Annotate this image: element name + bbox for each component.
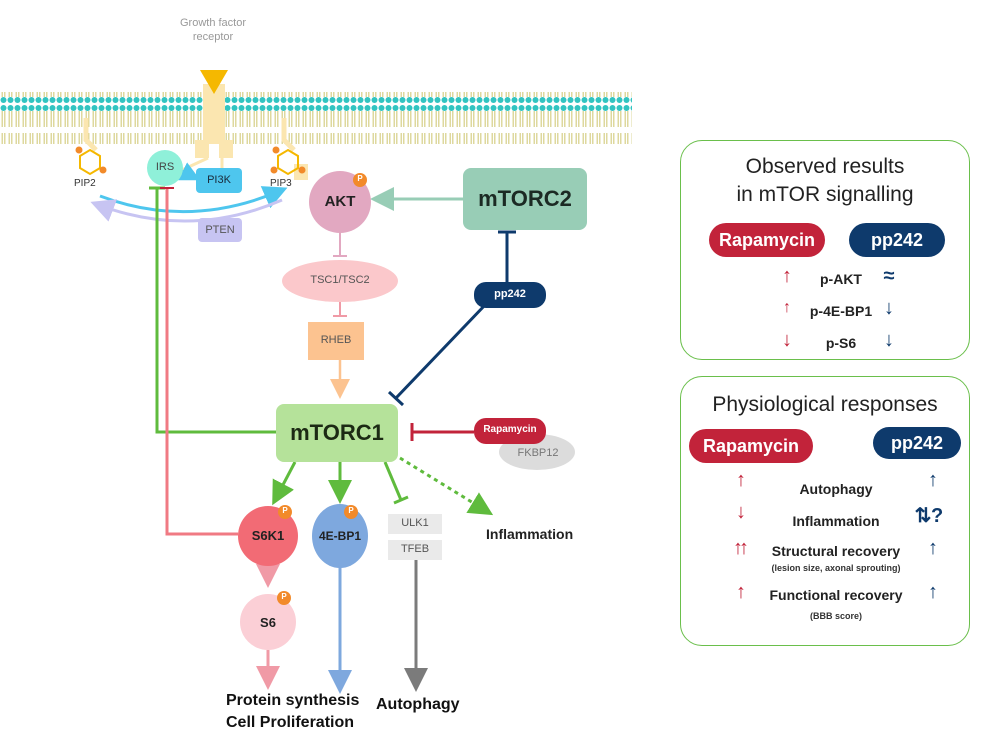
irs-label: IRS <box>155 161 175 173</box>
4ebp1-node <box>312 504 368 568</box>
s6-node <box>240 594 296 650</box>
ulk1-label: ULK1 <box>401 517 429 529</box>
physio-inflammation-pp242-arrows: ⇅ <box>914 505 932 527</box>
protein-synthesis-label: Protein synthesis <box>226 692 360 709</box>
tsc-label: TSC1/TSC2 <box>310 274 370 286</box>
physio-functional-pp242-arrow: ↑ <box>928 581 938 603</box>
s6-label: S6 <box>260 615 276 630</box>
physio-autophagy-pp242-arrow: ↑ <box>928 469 938 491</box>
physio-autophagy-rapa-arrow: ↑ <box>736 469 746 491</box>
mtorc2-node <box>463 168 587 230</box>
physio-structural-sub: (lesion size, axonal sprouting) <box>771 563 901 573</box>
pip3-ring-icon <box>270 146 306 176</box>
phospho-akt-label: P <box>357 174 363 183</box>
observed-pakt-label: p-AKT <box>820 271 862 287</box>
pi3k-label: PI3K <box>207 174 231 186</box>
physio-inflammation-question: ? <box>931 505 944 527</box>
rheb-node <box>308 322 364 360</box>
ulk1-node <box>388 514 442 534</box>
pten-label: PTEN <box>205 224 235 236</box>
physio-structural-pp242-arrow: ↑ <box>928 537 938 559</box>
pi3k-node <box>196 168 242 193</box>
observed-ps6-label: p-S6 <box>825 335 857 351</box>
physio-rapamycin-pill: Rapamycin <box>689 429 813 463</box>
observed-title-line1: Observed results <box>745 155 905 178</box>
physio-functional-label: Functional recovery <box>769 587 903 603</box>
physio-inflammation-rapa-arrow: ↓ <box>736 501 746 523</box>
cell-membrane <box>0 92 632 144</box>
growth-factor-receptor <box>195 70 233 158</box>
observed-pp242-pill: pp242 <box>849 223 945 257</box>
tfeb-node <box>388 540 442 560</box>
mtorc1-label: mTORC1 <box>290 420 384 445</box>
rapamycin-tag-label: Rapamycin <box>483 424 537 435</box>
phospho-s6k1-label: P <box>282 506 288 515</box>
pp242-tag-label: pp242 <box>494 288 526 300</box>
observed-p4ebp1-pp242-arrow: ↓ <box>884 297 894 319</box>
cell-proliferation-label: Cell Proliferation <box>226 714 355 731</box>
phospho-icon <box>277 591 291 605</box>
akt-node <box>309 171 371 233</box>
physio-structural-label: Structural recovery <box>771 543 901 559</box>
physio-inflammation-label: Inflammation <box>792 513 880 529</box>
physio-functional-sub: (BBB score) <box>809 611 862 621</box>
pip2-label: PIP2 <box>74 178 96 189</box>
physio-functional-rapa-arrow: ↑ <box>736 581 746 603</box>
mtorc1-node <box>276 404 398 462</box>
fkbp12-label: FKBP12 <box>517 447 559 459</box>
rapamycin-tag <box>474 418 546 444</box>
irs-node <box>147 150 183 186</box>
s6k1-node <box>238 506 298 566</box>
phospho-icon <box>278 505 292 519</box>
observed-pakt-rapa-arrow: ↑ <box>782 265 792 287</box>
inflammation-output-label: Inflammation <box>486 526 574 542</box>
ligand-icon <box>200 70 228 94</box>
observed-results-panel: Observed results in mTOR signalling Rapa… <box>680 140 970 360</box>
observed-title-line2: in mTOR signalling <box>736 183 914 206</box>
physio-title: Physiological responses <box>712 393 938 416</box>
phospho-4ebp1-label: P <box>348 506 354 515</box>
phospho-s6-label: P <box>281 592 287 601</box>
rheb-label: RHEB <box>320 334 352 346</box>
pip3-label: PIP3 <box>270 178 292 189</box>
receptor-label: Growth factor receptor <box>179 17 247 43</box>
pip2-ring-icon <box>75 146 107 176</box>
mtorc2-label: mTORC2 <box>478 186 572 211</box>
s6k1-label: S6K1 <box>251 528 285 543</box>
phospho-icon <box>353 173 367 187</box>
observed-ps6-pp242-arrow: ↓ <box>884 329 894 351</box>
observed-ps6-rapa-arrow: ↓ <box>782 329 792 351</box>
pten-node <box>198 218 242 242</box>
physiological-responses-panel: Physiological responses Rapamycin pp242 … <box>680 376 970 646</box>
physio-pp242-pill: pp242 <box>873 427 961 459</box>
physio-structural-rapa-arrows: ↑↑ <box>733 537 749 559</box>
tfeb-label: TFEB <box>400 543 430 555</box>
observed-rapamycin-pill: Rapamycin <box>709 223 825 257</box>
akt-label: AKT <box>324 193 356 210</box>
tsc-node <box>282 260 398 302</box>
observed-p4ebp1-label: p-4E-BP1 <box>809 303 873 319</box>
pp242-tag <box>474 282 546 308</box>
phospho-icon <box>344 505 358 519</box>
observed-p4ebp1-rapa-arrow: ↑ <box>783 299 791 316</box>
4ebp1-label: 4E-BP1 <box>318 529 362 543</box>
autophagy-output-label: Autophagy <box>376 696 460 713</box>
physio-autophagy-label: Autophagy <box>799 481 873 497</box>
observed-pakt-pp242-mark: ≈ <box>883 265 895 287</box>
